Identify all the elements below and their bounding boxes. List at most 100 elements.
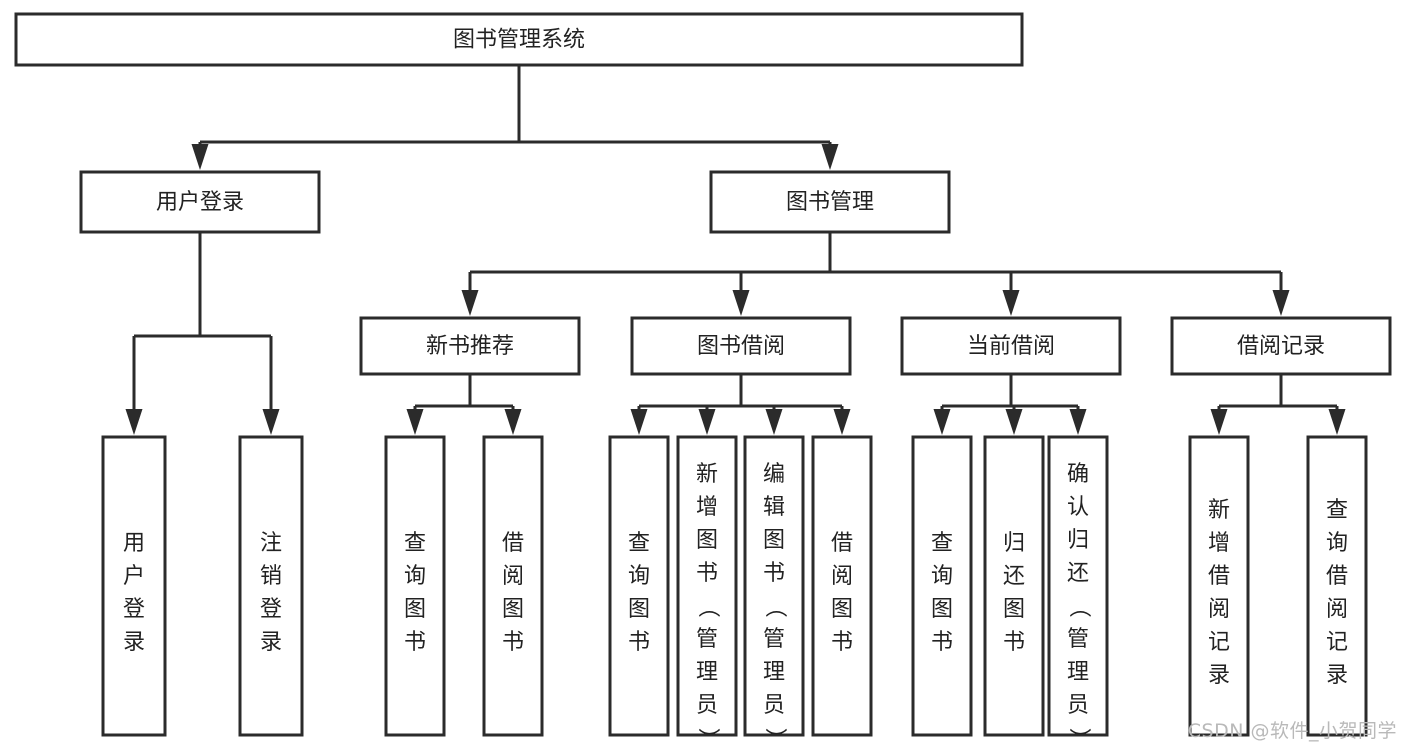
node-label-char: 登 [123, 597, 145, 622]
node-label-char: 记 [1208, 630, 1230, 655]
node-box[interactable] [1188, 435, 1250, 737]
node-l3-query-record[interactable]: 查询借阅记录查询借阅记录 [1306, 435, 1368, 737]
node-label-char: 还 [1003, 564, 1025, 589]
node-label-char: 阅 [502, 564, 524, 589]
arrow-head-icon [504, 409, 522, 435]
node-box[interactable] [14, 12, 1024, 67]
node-l2-current-borrow[interactable]: 当前借阅 [900, 316, 1122, 376]
node-box[interactable] [238, 435, 304, 737]
node-l3-borrow-book-a[interactable]: 借阅图书借阅图书 [482, 435, 544, 737]
node-l3-query-book-a[interactable]: 查询图书查询图书 [384, 435, 446, 737]
arrow-head-icon [1005, 409, 1023, 435]
node-label-char: 图 [931, 597, 953, 622]
node-box[interactable] [911, 435, 973, 737]
arrow-head-icon [262, 409, 280, 435]
node-label-char: 还 [1067, 561, 1089, 586]
node-label-char: 新 [696, 462, 718, 487]
node-label: 用户登录 [156, 190, 244, 215]
arrow-head-icon [698, 409, 716, 435]
node-label-char: 书 [763, 561, 785, 586]
arrow-head-icon [1002, 290, 1020, 316]
node-label-char: 书 [696, 561, 718, 586]
node-label-char: 借 [502, 531, 524, 556]
node-label-char: 借 [1326, 564, 1348, 589]
node-label-char: 员 [1067, 693, 1089, 718]
connector-group-l1_book_manage [461, 232, 1290, 316]
node-box[interactable] [384, 435, 446, 737]
node-label-char: 录 [1208, 663, 1230, 688]
node-l2-borrow-record[interactable]: 借阅记录 [1170, 316, 1392, 376]
arrow-head-icon [933, 409, 951, 435]
connector-group-l2_book_borrow [630, 374, 851, 435]
node-label-char: 用 [123, 531, 145, 556]
node-box[interactable] [676, 435, 738, 737]
arrow-head-icon [833, 409, 851, 435]
node-label-char: 查 [931, 531, 953, 556]
node-box[interactable] [983, 435, 1045, 737]
node-box[interactable] [811, 435, 873, 737]
node-label-char: 查 [628, 531, 650, 556]
node-label: 借阅记录 [1237, 334, 1325, 359]
node-l2-book-borrow[interactable]: 图书借阅 [630, 316, 852, 376]
arrow-head-icon [125, 409, 143, 435]
node-l3-add-record[interactable]: 新增借阅记录新增借阅记录 [1188, 435, 1250, 737]
node-box[interactable] [1170, 316, 1392, 376]
node-label-char: 理 [1067, 660, 1089, 685]
arrow-head-icon [406, 409, 424, 435]
node-label-char: （ [695, 596, 720, 618]
node-box[interactable] [900, 316, 1122, 376]
node-label-char: 阅 [831, 564, 853, 589]
node-box[interactable] [608, 435, 670, 737]
node-l3-borrow-book-b[interactable]: 借阅图书借阅图书 [811, 435, 873, 737]
node-l3-user-login[interactable]: 用户登录用户登录 [101, 435, 167, 737]
node-label-char: 询 [404, 564, 426, 589]
node-box[interactable] [709, 170, 951, 234]
node-l3-query-book-c[interactable]: 查询图书查询图书 [911, 435, 973, 737]
connector-group-l1_user_login [125, 232, 280, 435]
node-label: 当前借阅 [967, 334, 1055, 359]
node-label-char: 书 [831, 630, 853, 655]
arrow-head-icon [630, 409, 648, 435]
node-label: 新书推荐 [426, 334, 514, 359]
node-box[interactable] [101, 435, 167, 737]
node-box[interactable] [79, 170, 321, 234]
node-l3-query-book-b[interactable]: 查询图书查询图书 [608, 435, 670, 737]
node-label-char: 新 [1208, 498, 1230, 523]
node-label-char: 查 [404, 531, 426, 556]
node-label-char: 归 [1003, 531, 1025, 556]
connector-group-l2_new_book_rec [406, 374, 522, 435]
node-l1-book-manage[interactable]: 图书管理 [709, 170, 951, 234]
node-label-char: 询 [628, 564, 650, 589]
node-box[interactable] [743, 435, 805, 737]
node-l1-user-login[interactable]: 用户登录 [79, 170, 321, 234]
node-l2-new-book-rec[interactable]: 新书推荐 [359, 316, 581, 376]
node-box[interactable] [630, 316, 852, 376]
node-label-char: 管 [763, 627, 785, 652]
node-label-char: （ [762, 596, 787, 618]
node-label-char: 户 [123, 564, 145, 589]
node-label-char: 管 [696, 627, 718, 652]
node-l3-user-logout[interactable]: 注销登录注销登录 [238, 435, 304, 737]
node-label-char: 书 [628, 630, 650, 655]
node-l3-return-book[interactable]: 归还图书归还图书 [983, 435, 1045, 737]
node-label-char: 书 [502, 630, 524, 655]
node-label-char: 编 [763, 462, 785, 487]
node-label: 图书借阅 [697, 334, 785, 359]
node-root[interactable]: 图书管理系统 [14, 12, 1024, 67]
node-box[interactable] [482, 435, 544, 737]
node-box[interactable] [1306, 435, 1368, 737]
node-box[interactable] [359, 316, 581, 376]
node-label-char: 录 [260, 630, 282, 655]
node-label-char: ） [695, 728, 720, 747]
arrow-head-icon [1069, 409, 1087, 435]
node-box[interactable] [1047, 435, 1109, 737]
node-label-char: 询 [1326, 531, 1348, 556]
node-label-char: 阅 [1326, 597, 1348, 622]
node-label: 图书管理系统 [453, 28, 585, 53]
node-label-char: 图 [502, 597, 524, 622]
node-label-char: 书 [404, 630, 426, 655]
